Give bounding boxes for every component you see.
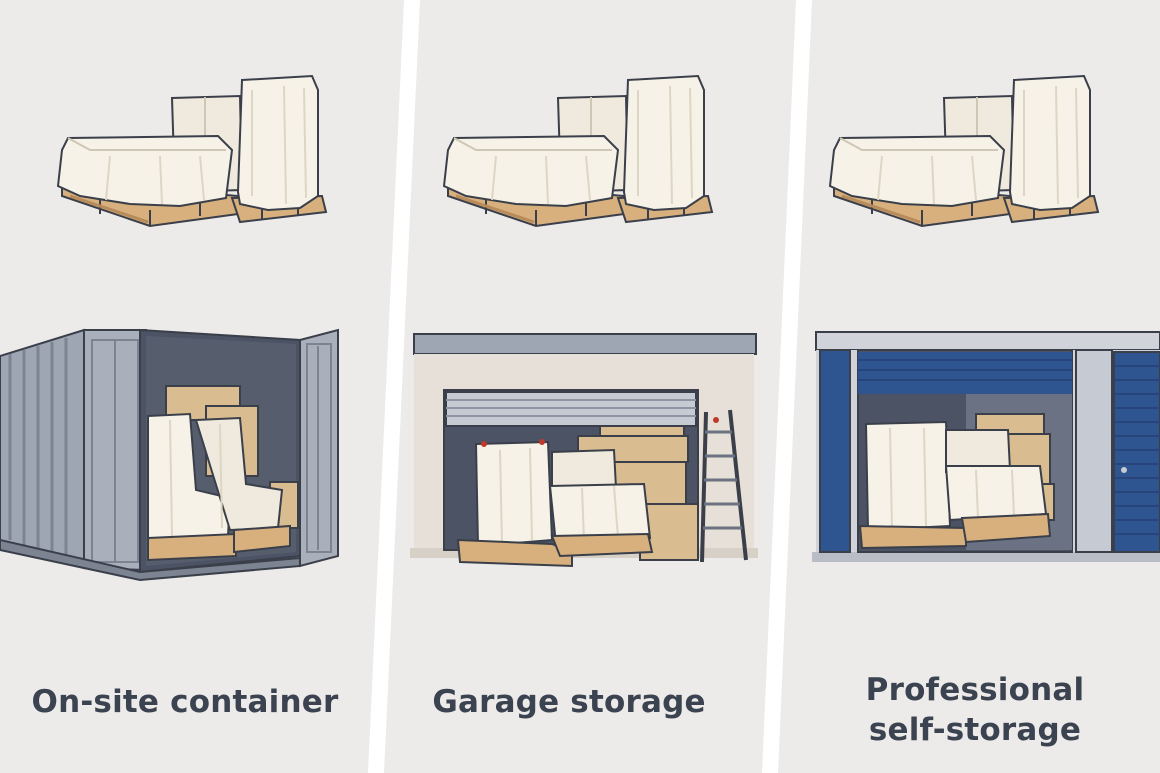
caption-line: Garage storage xyxy=(432,684,706,720)
ladder-icon xyxy=(700,409,748,563)
storage-unit-icon xyxy=(812,331,1160,562)
caption-line: self-storage xyxy=(868,712,1082,748)
caption-professional-self-storage: Professional self-storage xyxy=(810,670,1140,750)
caption-line: On-site container xyxy=(31,684,339,720)
garage-icon xyxy=(410,333,758,568)
panel-divider-1 xyxy=(368,0,420,773)
caption-line: Professional xyxy=(865,672,1085,708)
caption-garage-storage: Garage storage xyxy=(404,682,734,722)
covered-chair-icon xyxy=(147,412,284,542)
caption-on-site-container: On-site container xyxy=(20,682,350,722)
shipping-container-icon xyxy=(0,328,339,582)
panel-divider-2 xyxy=(762,0,812,773)
